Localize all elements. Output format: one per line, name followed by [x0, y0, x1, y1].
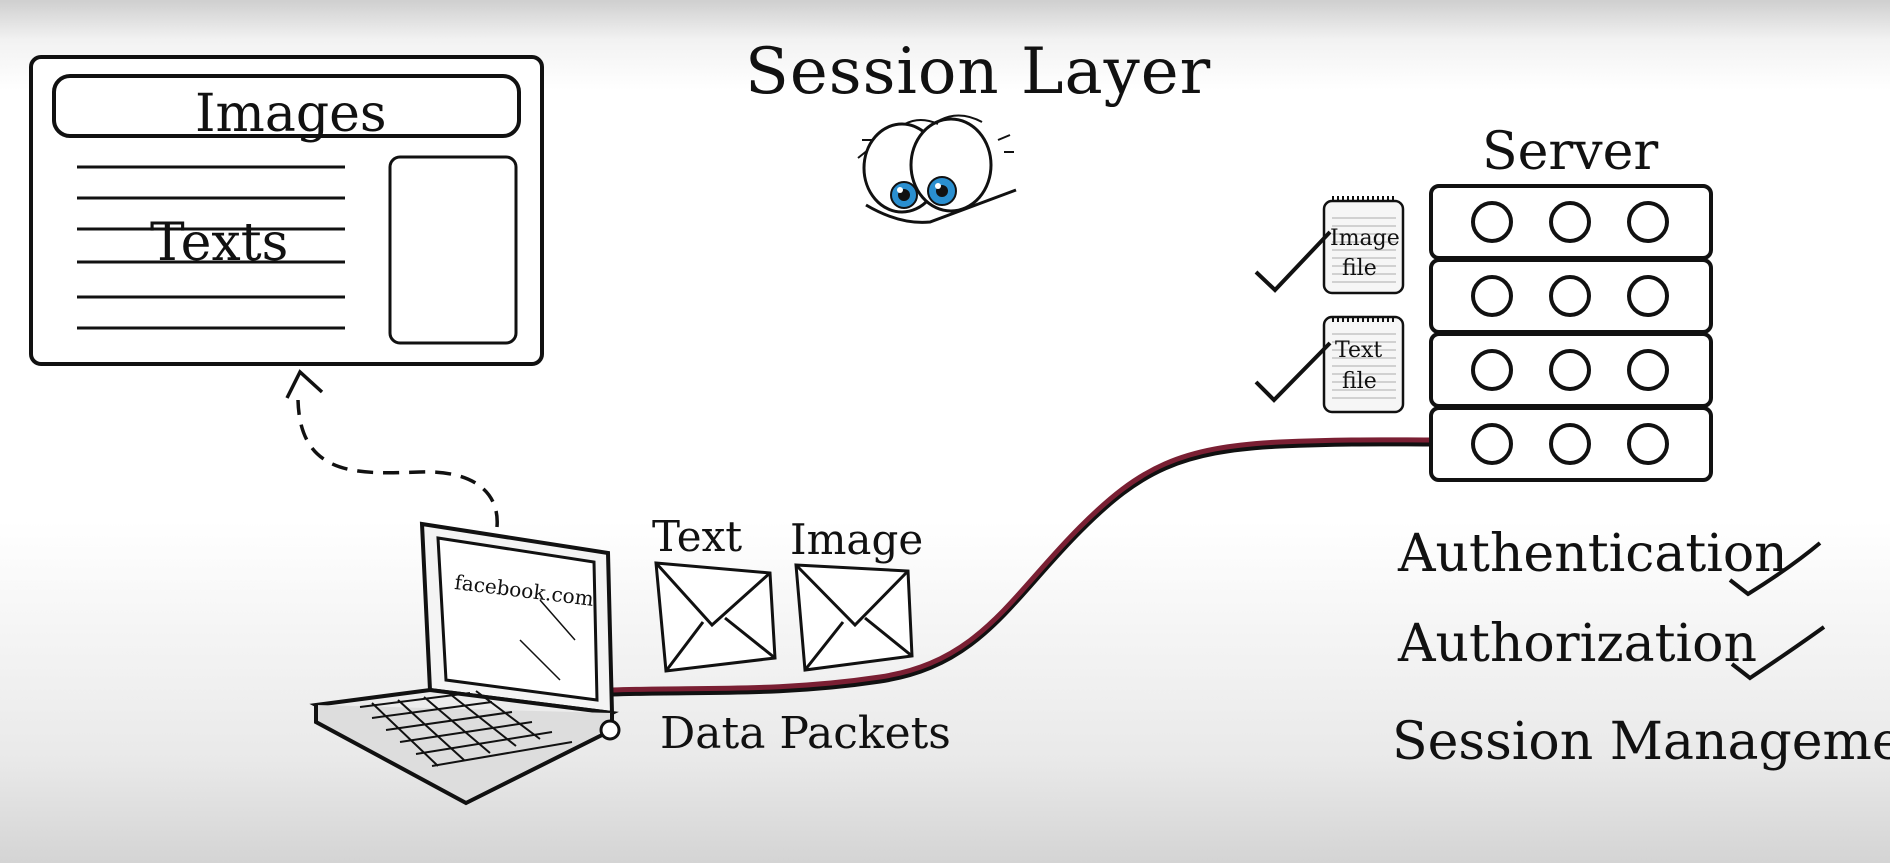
feature-authentication: Authentication [1398, 524, 1788, 584]
image-placeholder [388, 155, 518, 345]
render-arrow [285, 369, 499, 528]
text-file-label-line2: file [1342, 369, 1377, 394]
webpage-mockup [29, 55, 544, 366]
authorization-check-icon [1730, 625, 1826, 681]
webpage-images-label: Images [195, 84, 387, 144]
eyes-icon [857, 114, 1017, 224]
data-packets-caption: Data Packets [660, 708, 951, 759]
text-file-icon [1322, 315, 1405, 414]
image-file-label-line2: file [1342, 256, 1377, 281]
text-file-label-line1: Text [1335, 338, 1383, 363]
text-file-check-icon [1254, 341, 1332, 403]
text-packet-envelope [654, 561, 777, 673]
feature-session-management: Session Management [1392, 712, 1890, 772]
authentication-check-icon [1728, 541, 1822, 597]
feature-authorization: Authorization [1398, 614, 1757, 674]
image-packet-label: Image [790, 515, 924, 564]
image-file-icon [1322, 196, 1405, 295]
image-packet-envelope [794, 563, 914, 672]
diagram-title: Session Layer [745, 35, 1212, 109]
image-file-label-line1: Image [1330, 226, 1400, 251]
laptop-icon [309, 521, 621, 806]
server-label: Server [1482, 122, 1659, 182]
webpage-texts-label: Texts [150, 213, 289, 273]
text-packet-label: Text [652, 512, 743, 561]
image-file-check-icon [1254, 230, 1332, 293]
server-rack-icon [1429, 184, 1713, 482]
